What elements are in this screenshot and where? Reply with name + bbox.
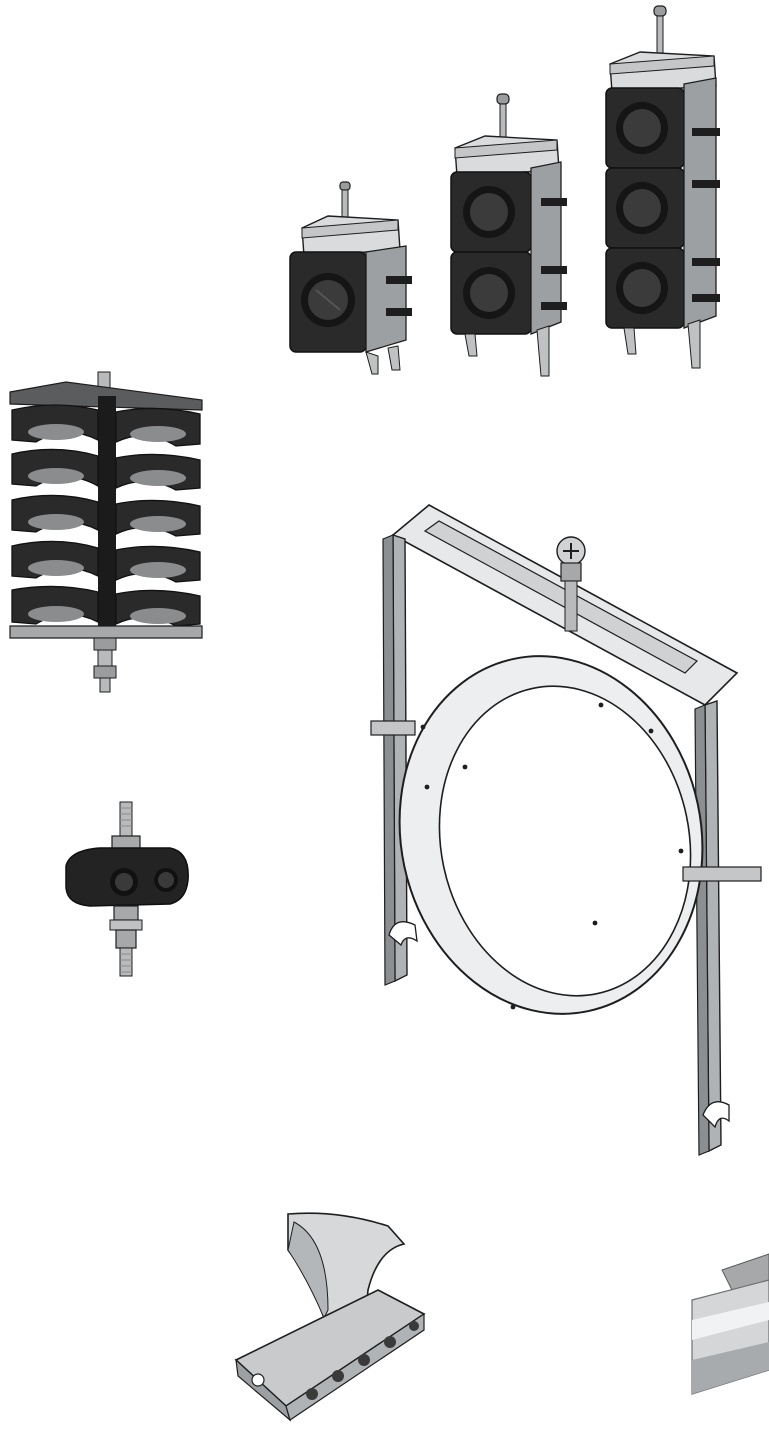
triple-cable-clamp [600,4,725,372]
cable-clamp-icon [289,181,412,375]
pipe-bracket-icon [370,504,762,1156]
cable-clamp-icon [450,93,567,377]
double-cable-clamp [445,90,570,380]
multi-tier-cable-hanger [6,370,206,695]
spring-clip-channel [228,1210,428,1425]
large-pipe-hanger-bracket [365,504,765,1156]
single-cable-clamp [288,180,413,375]
cable-clamp-icon [605,5,720,369]
spring-clip-icon [234,1212,426,1422]
twin-cable-cleat [60,800,195,980]
cable-hanger-icon [9,371,203,693]
pipe-fragment [691,1250,769,1400]
cable-cleat-icon [65,801,189,977]
pipe-icon [691,1253,769,1395]
